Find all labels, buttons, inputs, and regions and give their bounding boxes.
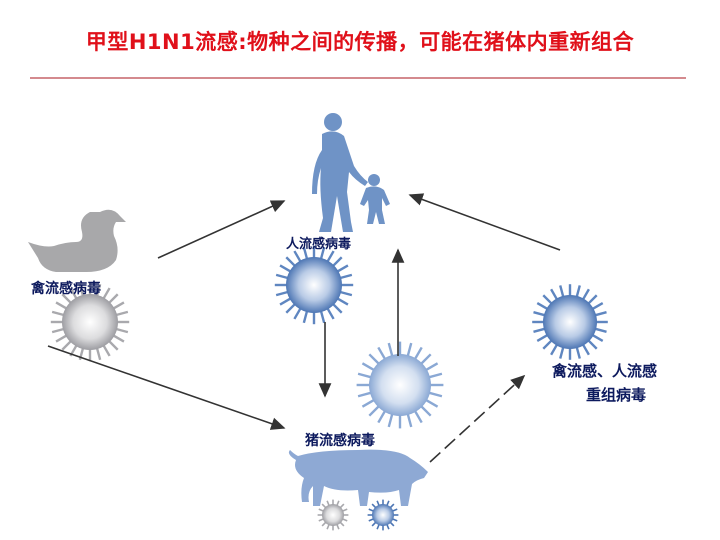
small-human-virus-icon: [367, 499, 399, 531]
virus-body: [543, 295, 597, 349]
arrow-reassortant-to-human: [408, 193, 561, 251]
label-human-flu: 人流感病毒: [286, 237, 352, 252]
arrow-avian-to-human: [157, 200, 286, 259]
arrow-swine-to-reassortant: [429, 374, 526, 463]
human-virus-icon: [274, 245, 354, 325]
duck-silhouette: [28, 209, 126, 272]
label-swine-flu: 猪流感病毒: [305, 433, 375, 449]
swine-virus-icon: [356, 341, 444, 429]
virus-body: [322, 504, 344, 526]
small-avian-virus-icon: [317, 499, 349, 531]
virus-body: [62, 294, 118, 350]
slide-title: 甲型H1N1流感:物种之间的传播，可能在猪体内重新组合: [85, 30, 635, 54]
pig-silhouette: [288, 449, 428, 506]
virus-body: [286, 257, 342, 313]
label-avian-flu: 禽流感病毒: [31, 281, 101, 297]
human-silhouette: [312, 113, 390, 232]
arrow-avian-to-swine: [47, 345, 286, 430]
label-reassortant-line1: 禽流感、人流感: [552, 362, 658, 380]
title-divider: [30, 77, 686, 79]
reassortant-virus-icon: [532, 284, 608, 360]
virus-body: [369, 354, 431, 416]
arrows: [47, 193, 561, 463]
virus-body: [372, 504, 394, 526]
label-reassortant-line2: 重组病毒: [586, 386, 647, 404]
